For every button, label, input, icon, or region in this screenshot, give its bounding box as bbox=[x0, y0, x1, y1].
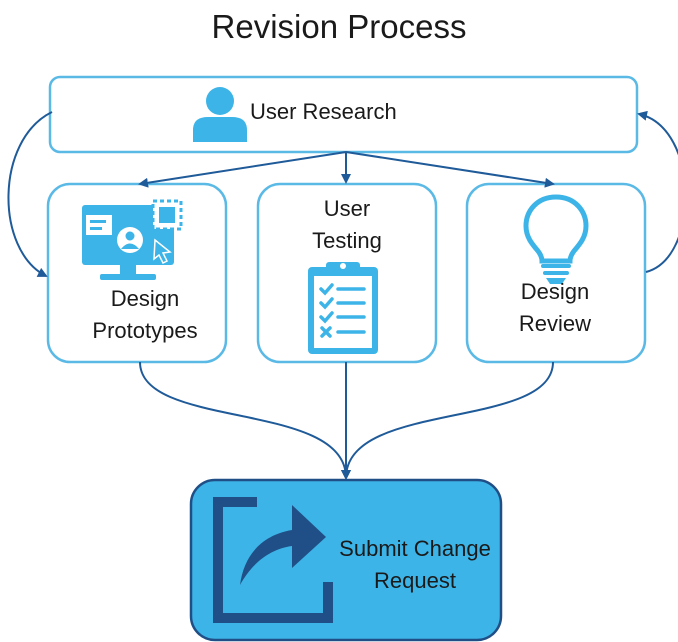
design-review-label-line-2: Review bbox=[518, 311, 592, 336]
clipboard-checklist-icon bbox=[308, 262, 378, 354]
design-prototypes-label-line-1: Design bbox=[110, 286, 180, 311]
connector-review-to-submit bbox=[341, 361, 554, 480]
share-export-icon bbox=[213, 497, 333, 623]
design-review-label-line-1: Design bbox=[520, 279, 590, 304]
submit-change-request-label-line-2: Request bbox=[374, 568, 456, 593]
connector-research-loop-left bbox=[7, 111, 53, 277]
user-testing-label-line-1: User bbox=[323, 196, 371, 221]
connector-research-to-prototypes bbox=[138, 151, 347, 188]
diagram-title: Revision Process bbox=[211, 8, 467, 45]
connector-prototypes-to-submit bbox=[139, 361, 351, 480]
connector-review-loop-right bbox=[637, 110, 678, 273]
submit-change-request-box bbox=[189, 478, 503, 642]
user-research-label: User Research bbox=[250, 99, 397, 124]
user-icon bbox=[193, 87, 247, 142]
monitor-prototype-icon bbox=[82, 199, 183, 280]
submit-change-request-label-line-1: Submit Change bbox=[339, 536, 491, 561]
connector-research-to-review bbox=[345, 151, 555, 188]
user-testing-label-line-2: Testing bbox=[312, 228, 382, 253]
design-prototypes-label: Design Prototypes bbox=[50, 283, 240, 347]
design-prototypes-label-line-2: Prototypes bbox=[92, 318, 198, 343]
design-review-label: Design Review bbox=[466, 276, 644, 340]
lightbulb-icon bbox=[523, 194, 589, 284]
submit-change-request-label: Submit Change Request bbox=[322, 533, 508, 597]
user-testing-label: User Testing bbox=[258, 193, 436, 257]
